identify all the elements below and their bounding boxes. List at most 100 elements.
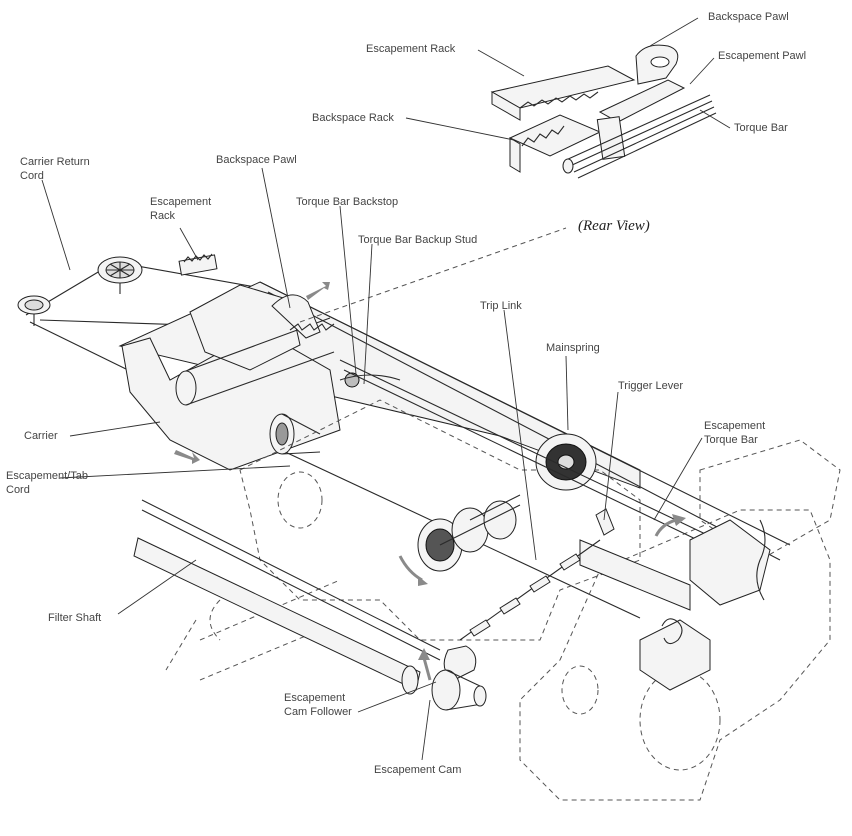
motion-arrow-cam-head: [418, 648, 430, 660]
label-backspace-rack-top: Backspace Rack: [312, 112, 394, 124]
gear-train: [417, 433, 597, 572]
backspace-rack-teeth: [521, 125, 565, 147]
torque-bar-inset-rods: [565, 94, 717, 179]
label-escapement-torque-bar-line1: Escapement: [704, 420, 766, 432]
label-escapement-torque-bar-line2: Torque Bar: [704, 434, 758, 446]
gear-outline-1: [277, 471, 323, 529]
leader-trip-link: [503, 309, 537, 561]
leader-escapement-tab-cord: [59, 465, 291, 479]
escapement-pawl-inset-shape: [598, 79, 686, 123]
right-bracket: [689, 519, 771, 606]
backspace-rack-inset-shape: [508, 114, 602, 157]
label-mainspring: Mainspring: [546, 342, 600, 354]
leader-trigger-lever: [603, 391, 619, 521]
backspace-rack-inset-end: [509, 137, 521, 173]
motion-arrows: [174, 282, 686, 681]
motion-arrow-carrier: [306, 282, 330, 300]
label-escapement-tab-cord-line2: Cord: [6, 484, 30, 496]
leader-filter-shaft: [117, 559, 197, 615]
label-escapement-cam: Escapement Cam: [374, 764, 462, 776]
label-filter-shaft: Filter Shaft: [48, 612, 102, 624]
rod-end: [562, 158, 574, 174]
pawl-block: [596, 116, 626, 160]
label-escapement-tab-cord-line1: Escapement/Tab: [6, 470, 88, 482]
label-trip-link: Trip Link: [480, 300, 522, 312]
label-backspace-pawl: Backspace Pawl: [216, 154, 297, 166]
trip-link-segments: [469, 553, 581, 637]
rear-view-inset: [490, 44, 717, 179]
lower-bracket: [639, 619, 711, 691]
trigger-plate: [579, 539, 691, 611]
frame-outline-left: [239, 399, 641, 641]
label-carrier: Carrier: [24, 430, 58, 442]
motion-arrow-left: [174, 450, 200, 464]
gear-outline-3: [561, 665, 599, 715]
upper-shaft: [141, 499, 441, 661]
leader-backspace-pawl-top: [649, 17, 699, 47]
leader-escapement-cam-follower: [357, 681, 437, 713]
carrier-roller-hub: [275, 422, 289, 446]
escapement-rack-inset-side: [491, 91, 521, 121]
roller-shaft: [281, 413, 321, 455]
leader-carrier: [69, 421, 161, 437]
pulley-small-hub: [24, 299, 44, 311]
pawl-teeth: [289, 323, 335, 331]
lower-dashed-parts: [165, 599, 221, 671]
label-trigger-lever: Trigger Lever: [618, 380, 684, 392]
label-backspace-pawl-top: Backspace Pawl: [708, 11, 789, 23]
trigger-lever-shape: [595, 508, 615, 536]
filter-shaft-end: [401, 665, 419, 695]
label-escapement-cam-follower-line1: Escapement: [284, 692, 346, 704]
leader-mainspring: [565, 355, 569, 431]
label-escapement-pawl-top: Escapement Pawl: [718, 50, 807, 62]
leader-escapement-pawl-top: [689, 57, 715, 85]
gear-shaft: [439, 494, 521, 546]
label-rear-view: (Rear View): [578, 218, 650, 234]
gear-outline-2: [639, 669, 721, 771]
leader-escapement-cam: [421, 699, 431, 761]
leader-escapement-rack: [179, 227, 199, 261]
escapement-cam-shape: [431, 669, 461, 711]
leader-escapement-torque-bar: [653, 437, 703, 521]
escapement-torque-bar-shape: [339, 359, 761, 571]
label-torque-bar-backup-stud: Torque Bar Backup Stud: [358, 234, 478, 246]
torque-bar-backstop-shape: [344, 372, 360, 388]
label-carrier-return-cord-line1: Carrier Return: [20, 156, 90, 168]
label-escapement-rack-line2: Rack: [150, 210, 176, 222]
cam-shaft-end: [473, 685, 487, 707]
label-escapement-rack-top: Escapement Rack: [366, 43, 456, 55]
label-torque-bar-backstop: Torque Bar Backstop: [296, 196, 399, 208]
pawl-slot: [650, 56, 670, 68]
pulley-spokes: [106, 262, 134, 278]
leader-backspace-pawl: [261, 167, 291, 309]
trip-link-chain: [443, 539, 601, 681]
leader-torque-bar-backstop: [339, 205, 357, 375]
label-escapement-cam-follower-line2: Cam Follower: [284, 706, 352, 718]
leader-torque-bar-top: [699, 109, 731, 129]
frame-outline-right: [519, 509, 831, 801]
filter-shaft-shape: [133, 537, 421, 691]
leader-torque-bar-backup-stud: [363, 243, 373, 385]
motion-arrow-torque-head: [672, 514, 686, 526]
leader-backspace-rack-top: [405, 117, 515, 141]
cam-shaft: [445, 669, 483, 711]
carrier-assembly: [17, 253, 791, 619]
leader-carrier-return-cord: [41, 179, 71, 271]
torque-bar-assembly: [339, 359, 771, 691]
mainspring-hub: [557, 454, 575, 470]
leader-escapement-rack-top: [477, 49, 525, 77]
label-escapement-rack-line1: Escapement: [150, 196, 212, 208]
frame-outline: [199, 399, 841, 801]
motion-arrow-gear-head: [418, 576, 428, 586]
right-spring: [756, 519, 766, 601]
motion-arrow-cam: [422, 657, 432, 681]
lower-spring: [661, 618, 683, 645]
rack-teeth: [519, 91, 599, 109]
label-torque-bar-top: Torque Bar: [734, 122, 788, 134]
backstop-spring: [339, 374, 401, 381]
motion-arrow-gear: [398, 555, 423, 582]
filter-shaft-assembly: [133, 499, 487, 711]
rack-block-teeth: [183, 253, 213, 263]
